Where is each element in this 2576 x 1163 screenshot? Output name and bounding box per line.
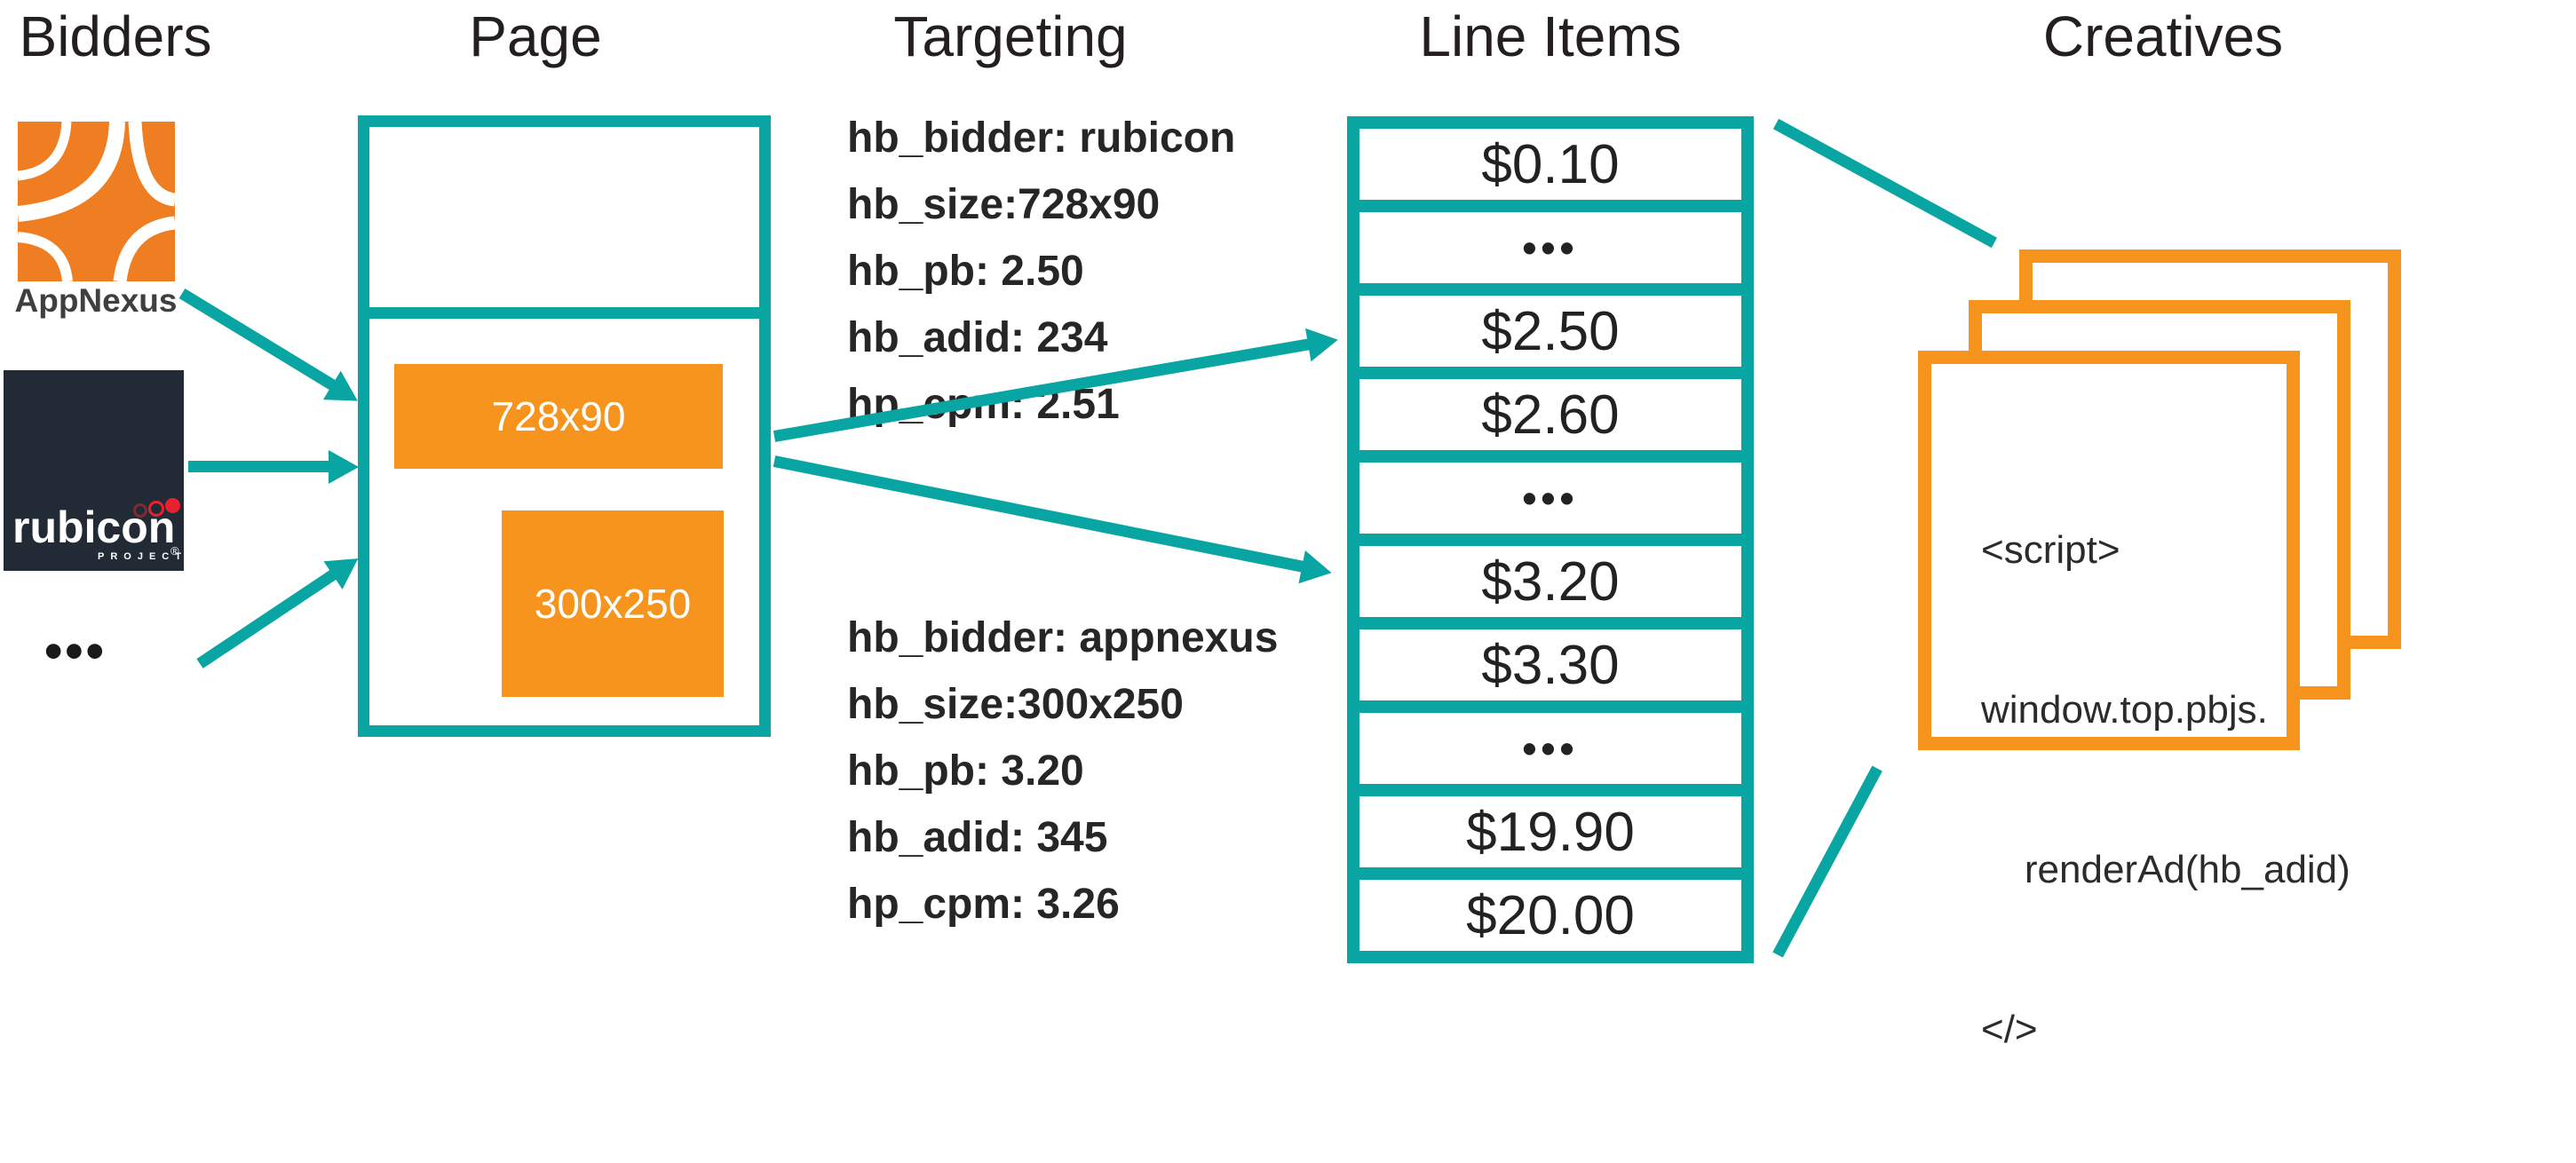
- line-item-row: •••: [1359, 463, 1741, 534]
- line-item-row: $2.50: [1359, 296, 1741, 367]
- appnexus-label: AppNexus: [14, 282, 178, 319]
- rubicon-registered-mark: ®: [170, 544, 179, 558]
- header-creatives: Creatives: [2042, 4, 2284, 68]
- line-item-row: •••: [1359, 212, 1741, 283]
- arrow-others-to-page: [196, 569, 338, 669]
- line-item-row: $19.90: [1359, 796, 1741, 867]
- targeting-block-appnexus: hb_bidder: appnexus hb_size:300x250 hb_p…: [847, 605, 1278, 938]
- script-line: <script>: [1981, 528, 2120, 572]
- creative-card-front: <script> window.top.pbjs. renderAd(hb_ad…: [1918, 351, 2350, 1051]
- line-item-row: •••: [1359, 713, 1741, 784]
- arrow-rubicon-to-page: [188, 461, 330, 472]
- targeting-line: hb_pb: 2.50: [847, 248, 1084, 295]
- targeting-block-rubicon: hb_bidder: rubicon hb_size:728x90 hb_pb:…: [847, 105, 1235, 438]
- rubicon-dot-icon: [133, 503, 147, 518]
- line-item-row: $20.00: [1359, 880, 1741, 951]
- ad-slot-300x250: 300x250: [502, 510, 724, 697]
- header-line-items: Line Items: [1419, 4, 1682, 68]
- script-line: window.top.pbjs.: [1981, 688, 2268, 732]
- targeting-line: hp_cpm: 3.26: [847, 881, 1120, 928]
- connector-top-to-creatives: [1772, 118, 1997, 249]
- header-page: Page: [469, 4, 602, 68]
- rubicon-project-label: PROJECT: [98, 551, 187, 562]
- page-divider: [358, 307, 771, 319]
- rubicon-dot-icon: [165, 498, 180, 513]
- targeting-line: hb_adid: 345: [847, 814, 1108, 861]
- script-line: renderAd(hb_adid): [1981, 848, 2350, 891]
- line-item-row: $2.60: [1359, 379, 1741, 450]
- targeting-line: hb_size:728x90: [847, 181, 1161, 228]
- targeting-line: hb_size:300x250: [847, 681, 1184, 728]
- targeting-line: hb_adid: 234: [847, 314, 1108, 361]
- line-item-row: $3.20: [1359, 546, 1741, 617]
- line-items-table: $0.10 ••• $2.50 $2.60 ••• $3.20 $3.30 ••…: [1347, 116, 1754, 963]
- arrow-appnexus-to-page: [178, 288, 337, 392]
- appnexus-logo-icon: [18, 122, 175, 281]
- rubicon-wordmark: rubicon: [12, 502, 176, 552]
- more-bidders-ellipsis: •••: [44, 622, 107, 680]
- rubicon-logo: rubicon ® PROJECT: [4, 370, 184, 571]
- rubicon-dot-icon: [148, 501, 164, 517]
- header-bidders: Bidders: [19, 4, 212, 68]
- ad-slot-728x90: 728x90: [394, 364, 723, 469]
- targeting-line: hb_pb: 3.20: [847, 748, 1084, 795]
- targeting-line: hb_bidder: rubicon: [847, 115, 1236, 162]
- ad-slot-300x250-label: 300x250: [534, 581, 692, 627]
- header-targeting: Targeting: [893, 4, 1128, 68]
- targeting-line: hb_bidder: appnexus: [847, 614, 1279, 661]
- line-item-row: $3.30: [1359, 629, 1741, 700]
- script-line: </>: [1981, 1008, 2038, 1051]
- arrow-300-slot-to-line-item: [773, 455, 1305, 573]
- ad-slot-728x90-label: 728x90: [491, 393, 626, 439]
- connector-bottom-to-creatives: [1772, 765, 1882, 958]
- line-item-row: $0.10: [1359, 129, 1741, 200]
- targeting-line: hp_cpm: 2.51: [847, 371, 1235, 438]
- creative-script-code: <script> window.top.pbjs. renderAd(hb_ad…: [1981, 417, 2350, 1163]
